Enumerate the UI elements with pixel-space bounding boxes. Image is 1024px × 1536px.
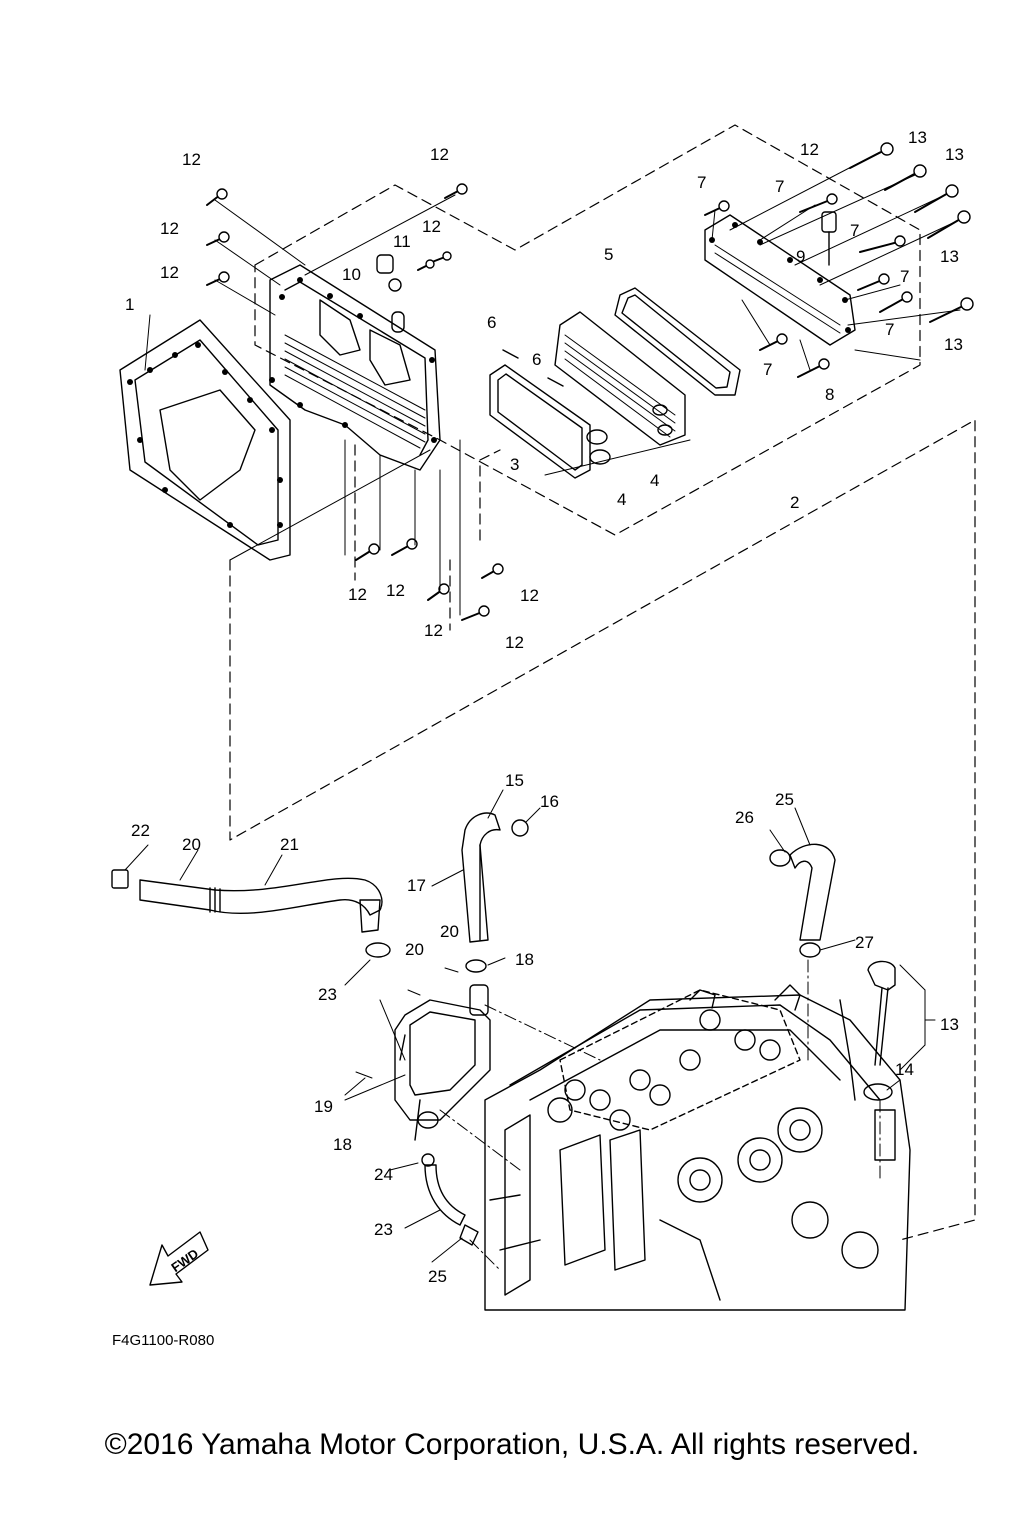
part-6-dowel-pins	[502, 349, 564, 387]
callout-label: 13	[944, 335, 963, 354]
callout-label: 12	[424, 621, 443, 640]
callout-label: 18	[333, 1135, 352, 1154]
callout-label: 2	[790, 493, 799, 512]
callout-label: 19	[314, 1097, 333, 1116]
callout-label: 13	[940, 247, 959, 266]
callout-label: 3	[510, 455, 519, 474]
callout-label: 20	[405, 940, 424, 959]
callout-label: 9	[796, 247, 805, 266]
part-fittings	[376, 211, 837, 292]
callout-label: 7	[763, 360, 772, 379]
part-19-separator	[394, 984, 491, 1141]
assembly-dashed-outlines	[229, 124, 976, 1241]
fwd-label: FWD	[168, 1246, 201, 1275]
callout-label: 6	[487, 313, 496, 332]
callout-label: 16	[540, 792, 559, 811]
callout-label: 8	[825, 385, 834, 404]
callout-label: 6	[532, 350, 541, 369]
part-14-dipstick	[863, 960, 896, 1101]
part-3-gasket	[489, 364, 591, 479]
part-16-17-hose	[461, 812, 529, 973]
callout-label: 7	[775, 177, 784, 196]
figure-code: F4G1100-R080	[112, 1332, 214, 1349]
callout-label: 24	[374, 1165, 393, 1184]
part-24-hose	[421, 1153, 479, 1246]
callout-label: 1	[125, 295, 134, 314]
part-4-o-rings	[586, 429, 611, 465]
leader-lines-lower	[439, 959, 881, 1271]
callout-label: 25	[428, 1267, 447, 1286]
callout-label: 12	[520, 586, 539, 605]
callout-label: 12	[422, 217, 441, 236]
callout-label: 7	[900, 267, 909, 286]
part-1-gasket	[119, 319, 291, 561]
callout-label: 12	[182, 150, 201, 169]
callout-label: 10	[342, 265, 361, 284]
callout-label: 12	[430, 145, 449, 164]
fwd-arrow-icon	[149, 1231, 209, 1286]
callout-label: 18	[515, 950, 534, 969]
part-26-hose	[769, 843, 836, 958]
part-outer-cover	[704, 214, 856, 346]
part-cooler-element	[554, 311, 686, 446]
part-23-clamp	[365, 942, 391, 958]
callout-label: 27	[855, 933, 874, 952]
callout-label: 20	[440, 922, 459, 941]
callout-label: 23	[374, 1220, 393, 1239]
callout-label: 12	[800, 140, 819, 159]
callout-label: 4	[617, 490, 626, 509]
callout-label: 12	[160, 219, 179, 238]
callout-label: 23	[318, 985, 337, 1004]
callout-label: 7	[850, 221, 859, 240]
callout-label: 26	[735, 808, 754, 827]
callout-label: 11	[393, 232, 411, 251]
callout-label: 14	[895, 1060, 914, 1079]
callout-label: 13	[940, 1015, 959, 1034]
engine-block	[484, 984, 911, 1311]
leader-lines-upper	[144, 151, 961, 616]
part-exhaust-cover	[269, 264, 441, 471]
callout-label: 4	[650, 471, 659, 490]
copyright-notice: ©2016 Yamaha Motor Corporation, U.S.A. A…	[104, 1428, 920, 1461]
callout-label: 25	[775, 790, 794, 809]
callout-label: 17	[407, 876, 426, 895]
callout-label: 7	[697, 173, 706, 192]
callout-label: 5	[604, 245, 613, 264]
part-21-22-hose	[111, 869, 383, 933]
callout-label: 12	[160, 263, 179, 282]
callout-label: 12	[348, 585, 367, 604]
callout-label: 7	[885, 320, 894, 339]
callout-label: 13	[908, 128, 927, 147]
callout-label: 12	[386, 581, 405, 600]
callout-label: 21	[280, 835, 299, 854]
callout-label: 20	[182, 835, 201, 854]
callout-label: 13	[945, 145, 964, 164]
callout-label: 15	[505, 771, 524, 790]
bolt-heads	[216, 142, 974, 617]
callout-label: 22	[131, 821, 150, 840]
callout-leaders-lower	[124, 789, 936, 1263]
part-5-gasket	[614, 287, 741, 396]
callout-label: 12	[505, 633, 524, 652]
